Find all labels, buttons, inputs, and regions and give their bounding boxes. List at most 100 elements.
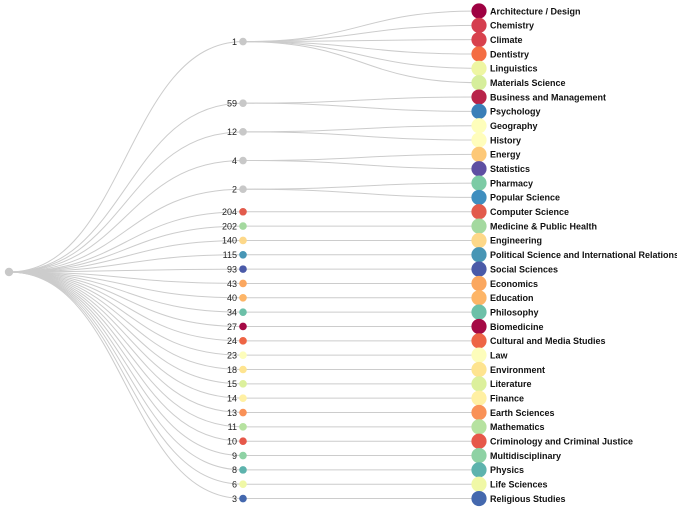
leaf-node[interactable] (471, 361, 487, 378)
branch-link (242, 131, 480, 141)
leaf-node[interactable] (471, 333, 487, 349)
leaf-node[interactable] (471, 161, 487, 177)
root-link (8, 271, 244, 399)
leaf-node[interactable] (471, 347, 487, 363)
group-node[interactable] (239, 408, 247, 417)
leaf-node[interactable] (471, 419, 487, 435)
group-node[interactable] (239, 423, 247, 431)
group-count: 43 (227, 279, 237, 289)
leaf-node[interactable] (471, 261, 487, 277)
group-node[interactable] (239, 222, 247, 230)
leaf-label: Literature (490, 379, 532, 389)
leaf-node[interactable] (471, 318, 487, 335)
leaf-node[interactable] (471, 304, 487, 320)
group-node[interactable] (239, 365, 247, 374)
leaf-node[interactable] (471, 175, 487, 191)
leaf-node[interactable] (471, 490, 487, 507)
leaf-node[interactable] (471, 60, 487, 76)
root-link (8, 271, 244, 442)
leaf-node[interactable] (471, 189, 487, 206)
leaf-node[interactable] (471, 132, 487, 148)
root-node[interactable] (4, 267, 14, 277)
leaf-node[interactable] (471, 433, 487, 449)
group-node[interactable] (239, 480, 247, 489)
leaf-label: Materials Science (490, 78, 566, 88)
group-node[interactable] (239, 99, 247, 107)
root-link (8, 271, 244, 471)
group-node[interactable] (239, 437, 247, 446)
leaf-node[interactable] (471, 103, 487, 119)
leaf-label: Law (490, 350, 509, 360)
leaf-node[interactable] (471, 218, 487, 234)
leaf-node[interactable] (471, 390, 487, 406)
tree-nodes: Architecture / DesignChemistryClimateDen… (4, 3, 677, 507)
leaf-node[interactable] (471, 447, 487, 464)
leaf-node[interactable] (471, 118, 487, 134)
group-node[interactable] (239, 265, 247, 273)
group-count: 204 (222, 207, 237, 217)
leaf-label: Philosophy (490, 307, 539, 317)
group-count: 15 (227, 379, 237, 389)
group-node[interactable] (239, 351, 247, 359)
leaf-label: Economics (490, 279, 538, 289)
leaf-node[interactable] (471, 146, 487, 162)
leaf-label: Education (490, 293, 534, 303)
leaf-label: Multidisciplinary (490, 451, 561, 461)
leaf-node[interactable] (471, 275, 487, 292)
branch-link (242, 10, 480, 43)
group-count: 18 (227, 365, 237, 375)
branch-link (242, 153, 480, 162)
leaf-label: Biomedicine (490, 322, 544, 332)
group-node[interactable] (239, 380, 247, 388)
leaf-label: Popular Science (490, 193, 560, 203)
root-link (8, 271, 244, 485)
tree-links (8, 10, 480, 500)
group-node[interactable] (239, 156, 247, 165)
leaf-label: Engineering (490, 236, 542, 246)
group-node[interactable] (239, 250, 247, 259)
group-node[interactable] (239, 207, 247, 216)
leaf-node[interactable] (471, 376, 487, 392)
root-link (8, 271, 244, 457)
root-link (8, 131, 244, 273)
leaf-label: Statistics (490, 164, 530, 174)
group-node[interactable] (239, 466, 247, 474)
leaf-node[interactable] (471, 17, 487, 33)
group-node[interactable] (239, 337, 247, 345)
group-node[interactable] (239, 294, 247, 302)
leaf-label: Chemistry (490, 21, 534, 31)
group-node[interactable] (239, 37, 247, 46)
leaf-node[interactable] (471, 204, 487, 220)
leaf-node[interactable] (471, 462, 487, 478)
branch-link (242, 39, 480, 43)
leaf-label: Cultural and Media Studies (490, 336, 606, 346)
leaf-node[interactable] (471, 46, 487, 62)
group-node[interactable] (239, 185, 247, 193)
leaf-node[interactable] (471, 3, 487, 19)
group-node[interactable] (239, 308, 247, 316)
group-node[interactable] (239, 236, 247, 245)
leaf-node[interactable] (471, 32, 487, 48)
leaf-node[interactable] (471, 89, 487, 105)
root-link (8, 271, 244, 500)
group-node[interactable] (239, 494, 247, 503)
leaf-label: Psychology (490, 107, 541, 117)
leaf-node[interactable] (471, 404, 487, 421)
branch-link (242, 24, 480, 43)
leaf-node[interactable] (471, 290, 487, 306)
group-node[interactable] (239, 322, 247, 331)
group-node[interactable] (239, 279, 247, 288)
leaf-node[interactable] (471, 75, 487, 91)
group-count: 6 (232, 480, 237, 490)
group-count: 11 (228, 422, 237, 432)
leaf-node[interactable] (471, 476, 487, 492)
leaf-label: Earth Sciences (490, 408, 555, 418)
group-node[interactable] (239, 451, 247, 460)
group-node[interactable] (239, 128, 247, 136)
group-node[interactable] (239, 394, 247, 402)
root-link (8, 211, 244, 273)
leaf-node[interactable] (471, 247, 487, 263)
group-count: 140 (222, 236, 237, 246)
leaf-node[interactable] (471, 232, 487, 249)
